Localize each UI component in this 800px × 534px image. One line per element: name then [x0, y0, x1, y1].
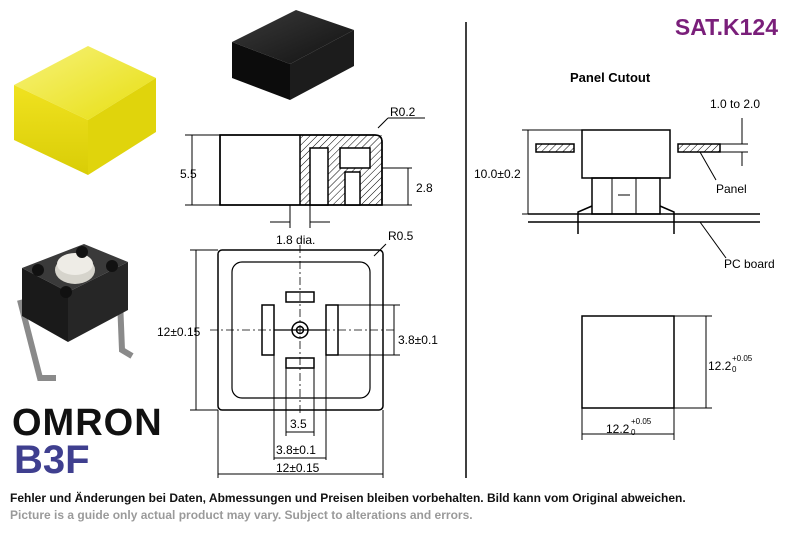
manufacturer-logo: OMRON: [12, 402, 163, 444]
panel-label: Panel: [716, 182, 747, 196]
black-cap-photo: [232, 10, 354, 100]
cap-top-view: [190, 243, 400, 478]
cutout-height-tol: +0.05: [732, 354, 753, 363]
panel-cutout-title: Panel Cutout: [570, 70, 651, 85]
inner-width-label: 3.5: [290, 417, 307, 431]
corner-radius-label: R0.5: [388, 229, 414, 243]
pc-board-label: PC board: [724, 257, 775, 271]
cutout-width-label: 12.2: [606, 422, 630, 436]
tactile-switch-photo: [17, 244, 134, 381]
article-code: SAT.K124: [674, 14, 778, 40]
cutout-square: [581, 315, 712, 440]
disclaimer-german: Fehler und Änderungen bei Daten, Abmessu…: [10, 491, 686, 505]
top-width-label: 12±0.15: [276, 461, 320, 475]
panel-thickness-label: 1.0 to 2.0: [710, 97, 760, 111]
top-height-label: 12±0.15: [157, 325, 201, 339]
slot-width-label: 3.8±0.1: [398, 333, 438, 347]
disclaimer-english: Picture is a guide only actual product m…: [10, 508, 473, 522]
panel-height-label: 10.0±0.2: [474, 167, 521, 181]
inner-height-label: 2.8: [416, 181, 433, 195]
cutout-width-tol-low: 0: [631, 428, 636, 437]
top-radius-label: R0.2: [390, 105, 416, 119]
cap-side-view: [185, 117, 425, 228]
bottom-slot-label: 3.8±0.1: [276, 443, 316, 457]
hole-diameter-label: 1.8 dia.: [276, 233, 315, 247]
cap-height-label: 5.5: [180, 167, 197, 181]
cutout-width-tol: +0.05: [631, 417, 652, 426]
cutout-height-label: 12.2: [708, 359, 732, 373]
panel-section-view: [522, 118, 760, 259]
yellow-cap-photo: [14, 46, 156, 175]
cutout-height-tol-low: 0: [732, 365, 737, 374]
model-name: B3F: [14, 438, 90, 482]
